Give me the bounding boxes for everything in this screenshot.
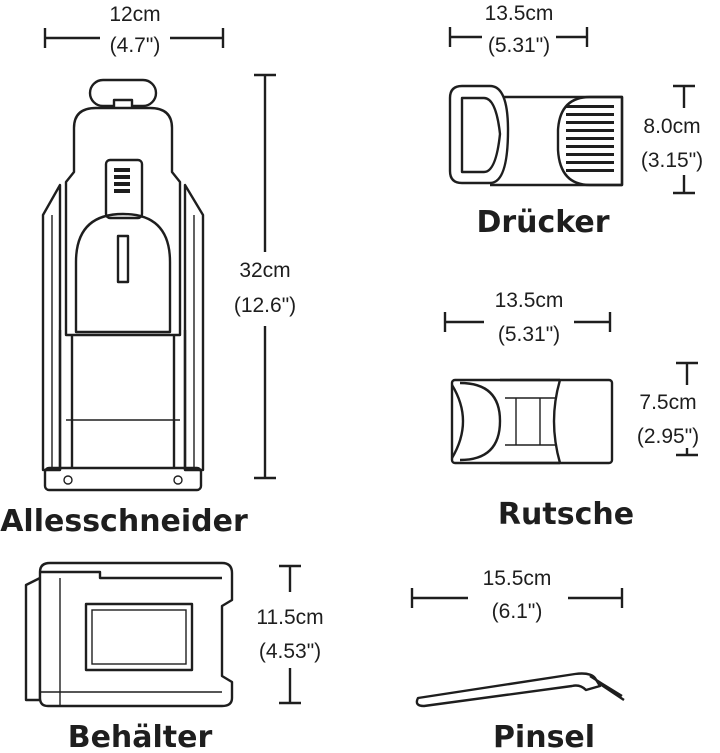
rutsche-height-dimension: 7.5cm (2.95") bbox=[637, 361, 699, 457]
druecker-group: 13.5cm (5.31") 8.0cm (3.15") bbox=[448, 2, 703, 240]
pinsel-illustration bbox=[415, 672, 625, 708]
allesschneider-height-label: 32cm bbox=[239, 259, 290, 282]
behaelter-height-dimension: 11.5cm (4.53") bbox=[256, 564, 324, 705]
allesschneider-width-dimension: 12cm (4.7") bbox=[43, 3, 225, 57]
behaelter-group: 11.5cm (4.53") Behälter bbox=[24, 561, 324, 753]
druecker-name: Drücker bbox=[476, 205, 609, 240]
druecker-height-inch-label: (3.15") bbox=[641, 149, 703, 172]
allesschneider-group: 12cm (4.7") 32cm (12.6") bbox=[0, 3, 296, 539]
druecker-width-inch-label: (5.31") bbox=[488, 34, 550, 57]
rutsche-name: Rutsche bbox=[498, 497, 634, 532]
druecker-height-label: 8.0cm bbox=[643, 115, 700, 138]
rutsche-width-dimension: 13.5cm (5.31") bbox=[443, 289, 612, 346]
druecker-grid-pattern bbox=[566, 105, 614, 172]
pinsel-width-dimension: 15.5cm (6.1") bbox=[410, 567, 624, 623]
allesschneider-width-inch-label: (4.7") bbox=[110, 34, 161, 57]
allesschneider-illustration bbox=[41, 78, 205, 492]
druecker-width-label: 13.5cm bbox=[485, 2, 554, 25]
druecker-illustration bbox=[448, 84, 624, 187]
rutsche-height-label: 7.5cm bbox=[639, 391, 696, 414]
pinsel-width-label: 15.5cm bbox=[483, 567, 552, 590]
druecker-height-dimension: 8.0cm (3.15") bbox=[641, 84, 703, 195]
pinsel-name: Pinsel bbox=[493, 720, 595, 753]
rutsche-group: 13.5cm (5.31") 7.5cm (2.95") Rutsche bbox=[443, 289, 699, 532]
druecker-width-dimension: 13.5cm (5.31") bbox=[448, 2, 589, 57]
pinsel-group: 15.5cm (6.1") Pinsel bbox=[410, 567, 625, 753]
behaelter-height-inch-label: (4.53") bbox=[259, 640, 321, 663]
rutsche-width-label: 13.5cm bbox=[495, 289, 564, 312]
behaelter-height-label: 11.5cm bbox=[256, 606, 323, 629]
allesschneider-name: Allesschneider bbox=[0, 504, 248, 539]
behaelter-illustration bbox=[24, 561, 234, 708]
allesschneider-width-label: 12cm bbox=[109, 3, 160, 26]
behaelter-name: Behälter bbox=[68, 720, 213, 753]
allesschneider-height-inch-label: (12.6") bbox=[234, 294, 296, 317]
rutsche-illustration bbox=[450, 378, 614, 465]
rutsche-width-inch-label: (5.31") bbox=[498, 323, 560, 346]
rutsche-height-inch-label: (2.95") bbox=[637, 425, 699, 448]
pinsel-width-inch-label: (6.1") bbox=[492, 600, 543, 623]
allesschneider-height-dimension: 32cm (12.6") bbox=[234, 73, 296, 480]
